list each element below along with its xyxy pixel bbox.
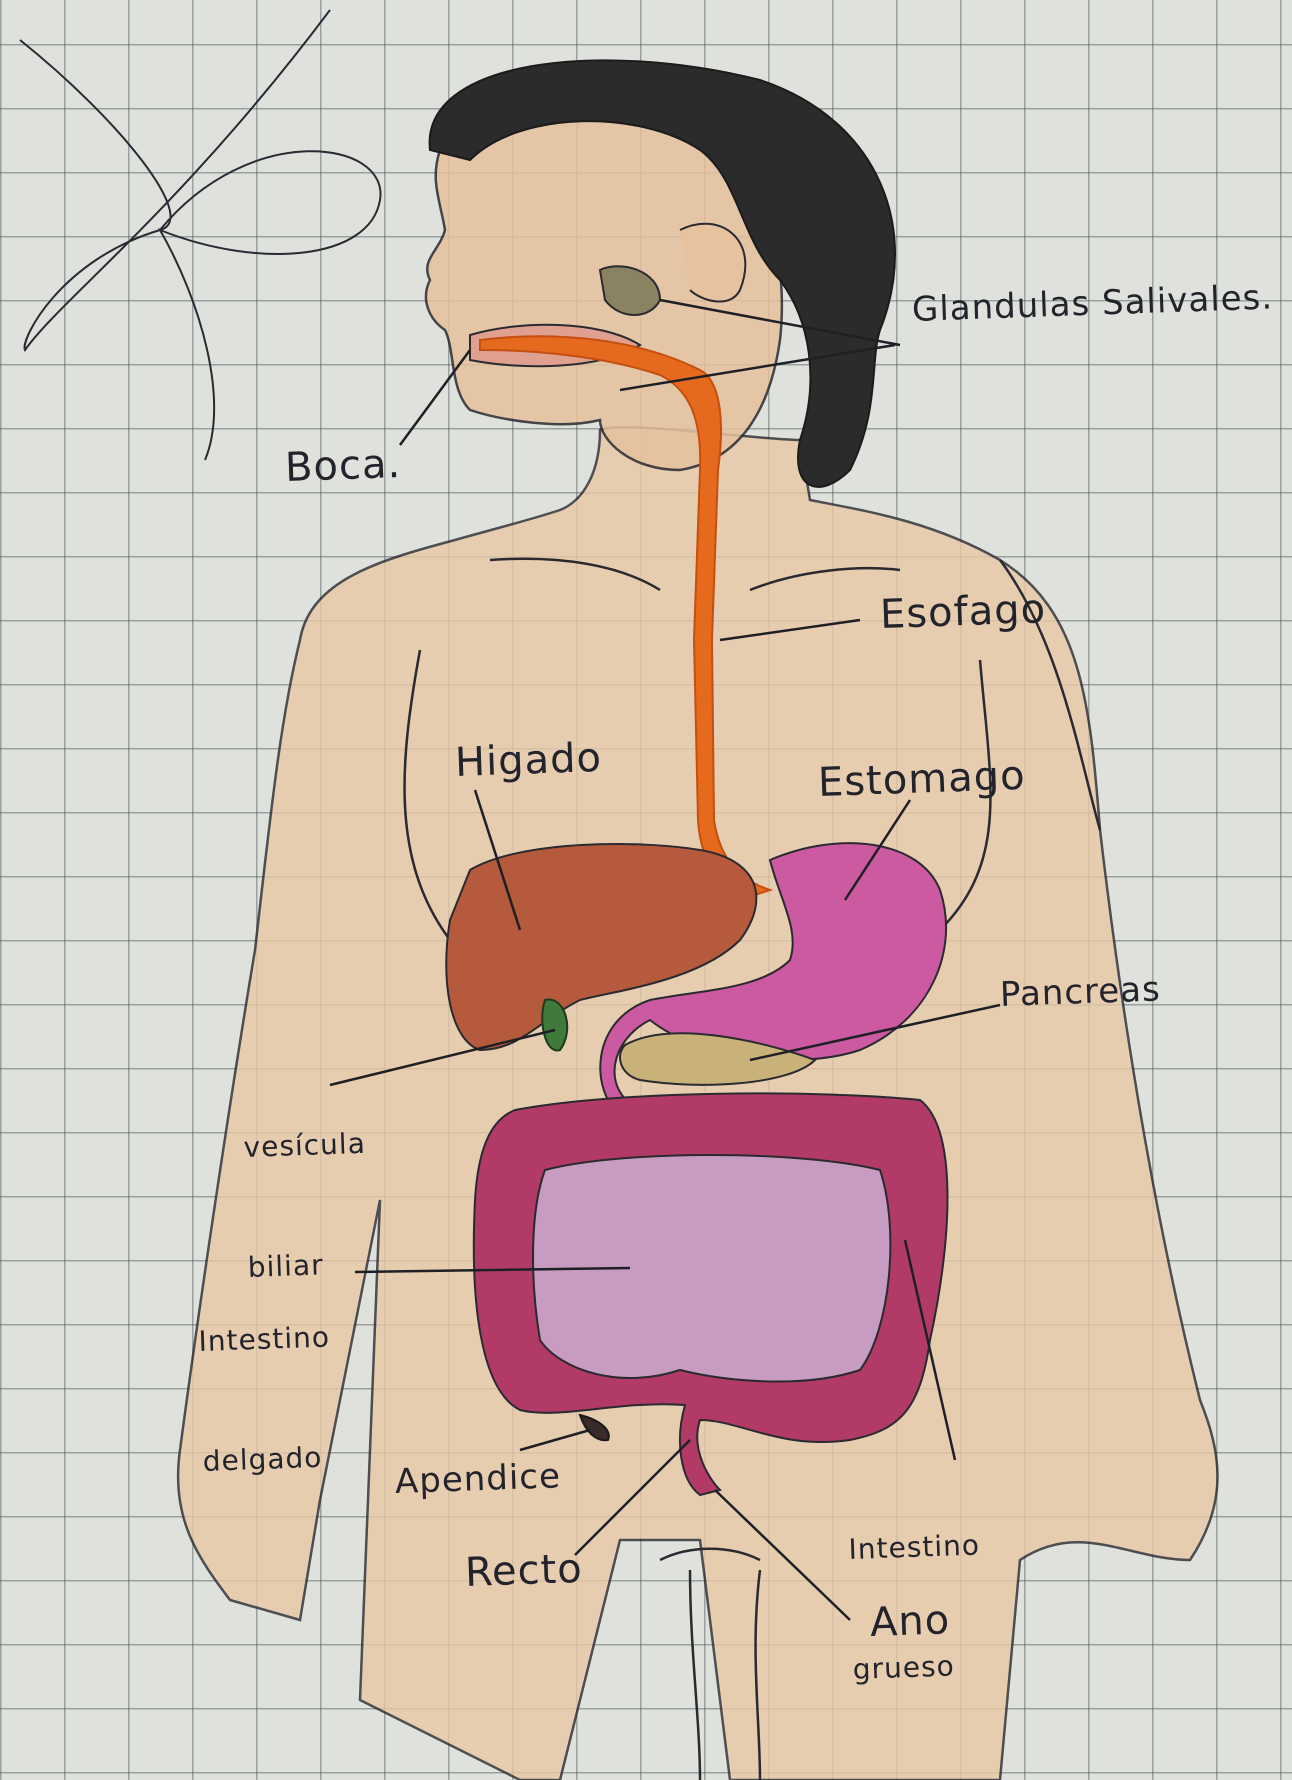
label-esofago: Esofago xyxy=(879,586,1047,638)
label-boca: Boca. xyxy=(284,441,402,491)
label-intestino-grueso: Intestino grueso xyxy=(845,1445,986,1729)
label-intestino-delgado-line1: Intestino xyxy=(198,1317,331,1362)
label-intestino-grueso-line2: grueso xyxy=(852,1645,985,1690)
label-intestino-grueso-line1: Intestino xyxy=(848,1525,981,1570)
label-vesicula-line1: vesícula xyxy=(243,1124,367,1168)
label-higado: Higado xyxy=(454,735,602,786)
label-apendice: Apendice xyxy=(394,1456,561,1502)
signature-scribble xyxy=(20,10,381,460)
label-estomago: Estomago xyxy=(817,753,1026,806)
label-pancreas: Pancreas xyxy=(999,969,1161,1015)
label-intestino-delgado: Intestino delgado xyxy=(195,1237,336,1521)
label-intestino-delgado-line2: delgado xyxy=(202,1437,335,1482)
label-recto: Recto xyxy=(464,1546,583,1596)
